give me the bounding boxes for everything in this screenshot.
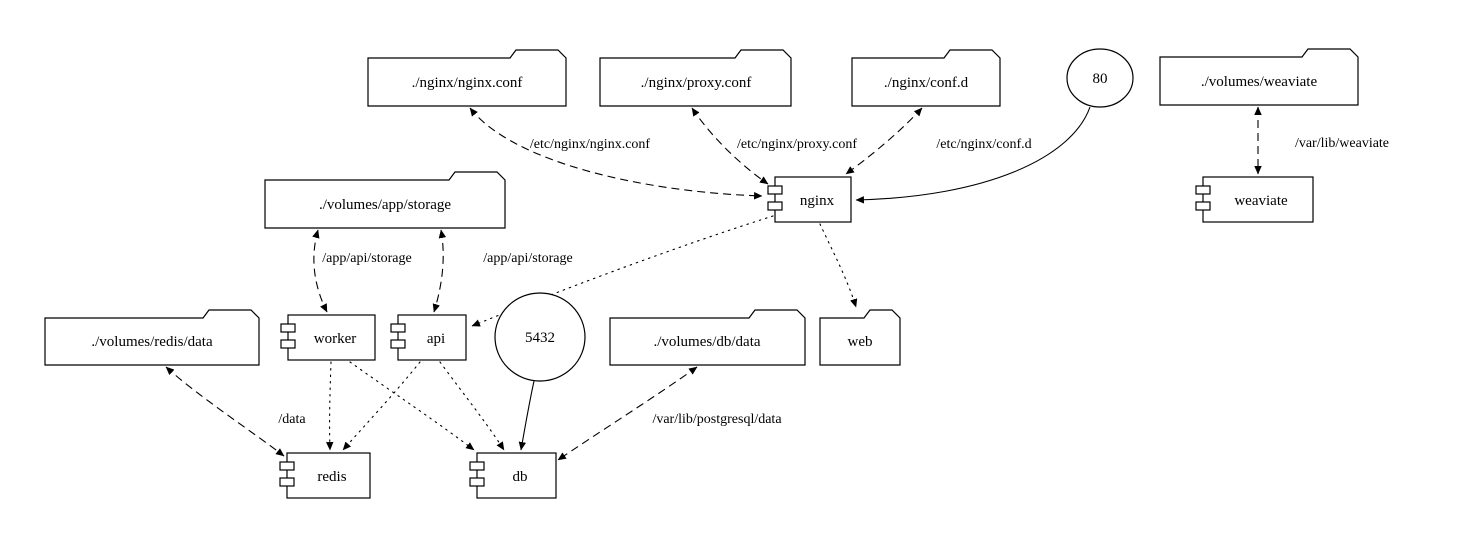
node-label: api [427,331,445,347]
port-circle-icon [494,292,586,382]
node-label: ./nginx/proxy.conf [641,75,752,91]
component-tab-icon [469,461,485,471]
component-tab-icon [279,461,295,471]
folder-icon [609,309,806,366]
node-port-5432: 5432 [494,292,586,382]
node-port-80: 80 [1066,48,1134,108]
node-nginx: nginx [767,176,852,223]
node-label: 80 [1093,71,1108,87]
component-tab-icon [1195,201,1211,211]
node-conf-d: ./nginx/conf.d [851,49,1001,107]
component-tab-icon [767,185,783,195]
edge-label-proxy-conf-mount: /etc/nginx/proxy.conf [737,137,857,152]
node-label: ./nginx/nginx.conf [412,75,523,91]
edge-label-weaviate-mount: /var/lib/weaviate [1295,136,1389,151]
edge-label-redis-mount: /data [278,412,306,427]
edge-label-conf-d-mount: /etc/nginx/conf.d [936,137,1031,152]
component-icon [476,452,557,499]
node-label: ./volumes/db/data [653,334,760,350]
component-icon [397,314,467,361]
node-db: db [469,452,557,499]
edge-worker-storage-mount [312,229,328,313]
nodes: ./nginx/nginx.conf ./nginx/proxy.conf ./… [44,48,1359,499]
edge-port80-nginx [855,106,1091,204]
node-label: nginx [800,193,835,209]
component-tab-icon [767,201,783,211]
node-volumes-weaviate: ./volumes/weaviate [1159,48,1359,106]
component-tab-icon [279,477,295,487]
edge-worker-depends-redis [325,361,334,451]
node-label: ./nginx/conf.d [884,75,969,91]
edge-label-nginx-conf-mount: /etc/nginx/nginx.conf [530,137,650,152]
edge-nginx-nginxconf-mount [469,107,763,200]
port-circle-icon [1066,48,1134,108]
node-label: web [848,334,873,350]
edge-redis-data-mount [165,366,285,457]
folder-icon [44,309,260,366]
node-worker: worker [280,314,376,361]
node-volumes-redis-data: ./volumes/redis/data [44,309,260,366]
edge-nginx-depends-web [819,223,858,308]
edge-label-db-mount: /var/lib/postgresql/data [652,412,782,427]
node-label: ./volumes/app/storage [319,197,451,213]
edges [165,106,1262,461]
component-tab-icon [390,339,406,349]
node-label: ./volumes/redis/data [91,334,213,350]
edge-api-storage-mount [432,229,447,313]
edge-api-depends-redis [342,361,421,451]
edge-port5432-db [518,380,535,451]
folder-icon [851,49,1001,107]
folder-icon [264,171,506,229]
edge-db-data-mount [557,366,698,461]
folder-icon [819,309,901,366]
edge-label-api-storage-mount: /app/api/storage [483,251,572,266]
component-tab-icon [280,339,296,349]
node-label: weaviate [1234,193,1288,209]
node-volumes-app-storage: ./volumes/app/storage [264,171,506,229]
component-icon [1202,176,1314,223]
node-label: 5432 [525,330,555,346]
node-redis: redis [279,452,371,499]
node-weaviate: weaviate [1195,176,1314,223]
edge-api-depends-db [439,361,505,451]
node-nginx-conf: ./nginx/nginx.conf [367,49,567,107]
component-icon [287,314,376,361]
node-api: api [390,314,467,361]
component-icon [774,176,852,223]
node-volumes-db-data: ./volumes/db/data [609,309,806,366]
node-label: db [513,469,528,485]
component-icon [286,452,371,499]
edge-nginx-confd-mount [845,107,923,175]
node-proxy-conf: ./nginx/proxy.conf [599,49,792,107]
component-tab-icon [390,323,406,333]
component-tab-icon [280,323,296,333]
node-web: web [819,309,901,366]
component-tab-icon [1195,185,1211,195]
edge-worker-depends-db [349,361,475,451]
node-label: ./volumes/weaviate [1201,74,1318,90]
edge-nginx-proxyconf-mount [691,107,769,185]
edge-label-worker-storage-mount: /app/api/storage [322,251,411,266]
folder-icon [1159,48,1359,106]
folder-icon [367,49,567,107]
node-label: worker [314,331,356,347]
folder-icon [599,49,792,107]
edge-labels: /etc/nginx/nginx.conf /etc/nginx/proxy.c… [278,136,1389,427]
node-label: redis [317,469,346,485]
component-tab-icon [469,477,485,487]
